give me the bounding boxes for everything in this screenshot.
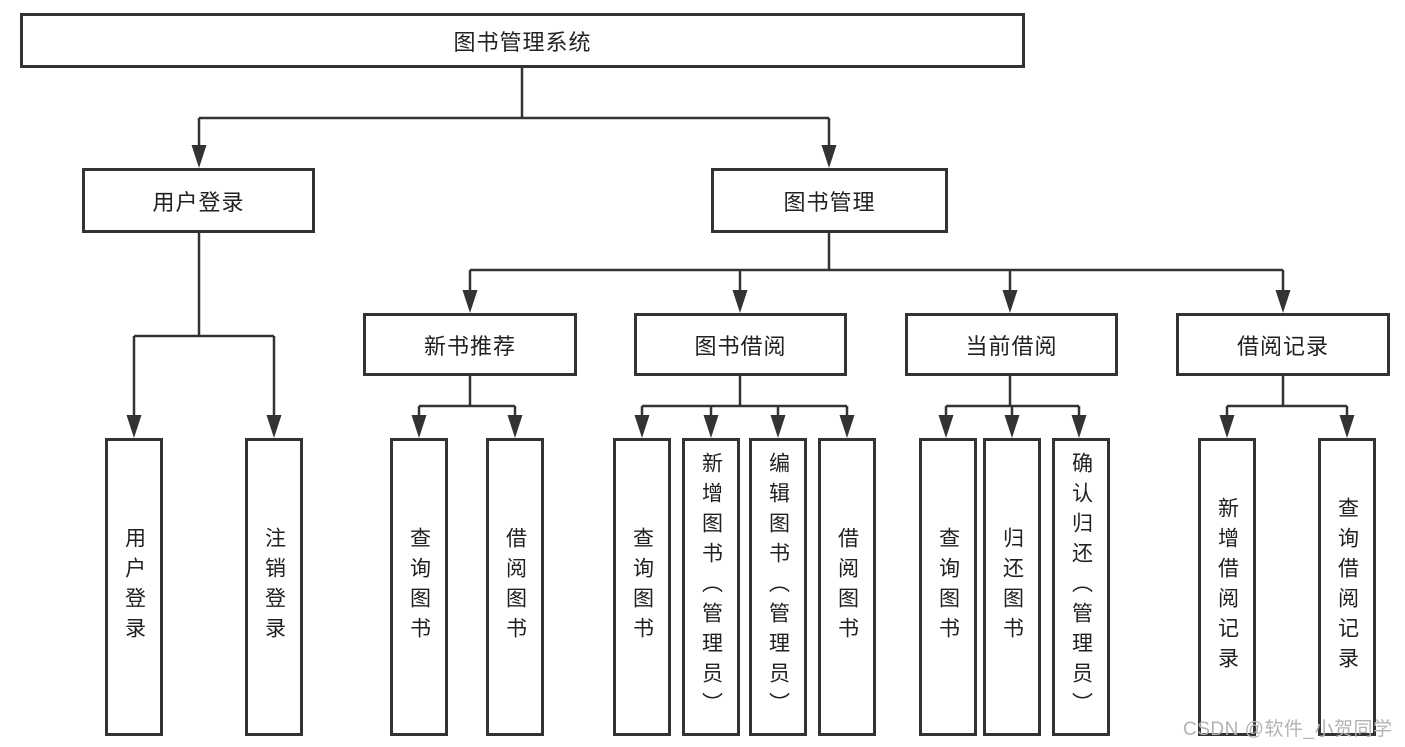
leaf-add-borrow-record: 新增借阅记录 xyxy=(1198,438,1256,736)
node-book-management-label: 图书管理 xyxy=(783,189,876,215)
leaf-borrow-books-recommend-label: 借阅图书 xyxy=(503,527,527,647)
leaf-return-books: 归还图书 xyxy=(983,438,1041,736)
leaf-return-books-label: 归还图书 xyxy=(1000,527,1024,647)
node-new-book-recommend: 新书推荐 xyxy=(363,313,577,376)
leaf-add-borrow-record-label: 新增借阅记录 xyxy=(1215,497,1239,677)
leaf-logout: 注销登录 xyxy=(245,438,303,736)
leaf-query-books-borrow-label: 查询图书 xyxy=(630,527,654,647)
leaf-query-books-current: 查询图书 xyxy=(919,438,977,736)
leaf-query-books-borrow: 查询图书 xyxy=(613,438,671,736)
leaf-query-books-recommend: 查询图书 xyxy=(390,438,448,736)
node-borrowing-records-label: 借阅记录 xyxy=(1236,333,1329,359)
node-book-borrowing-label: 图书借阅 xyxy=(694,333,787,359)
leaf-add-books-admin: 新增图书（管理员） xyxy=(682,438,740,736)
node-user-login-label: 用户登录 xyxy=(152,189,245,215)
leaf-user-login-label: 用户登录 xyxy=(122,527,146,647)
node-root-label: 图书管理系统 xyxy=(453,29,592,55)
node-new-book-recommend-label: 新书推荐 xyxy=(423,333,516,359)
leaf-add-books-admin-label: 新增图书（管理员） xyxy=(699,452,723,722)
leaf-query-borrow-record-label: 查询借阅记录 xyxy=(1335,497,1359,677)
leaf-confirm-return-admin-label: 确认归还（管理员） xyxy=(1069,452,1093,722)
node-current-borrowing: 当前借阅 xyxy=(905,313,1118,376)
leaf-borrow-books-recommend: 借阅图书 xyxy=(486,438,544,736)
arrowheads xyxy=(126,145,1355,438)
leaf-user-login: 用户登录 xyxy=(105,438,163,736)
node-user-login: 用户登录 xyxy=(82,168,315,233)
leaf-query-borrow-record: 查询借阅记录 xyxy=(1318,438,1376,736)
node-book-borrowing: 图书借阅 xyxy=(634,313,847,376)
node-root: 图书管理系统 xyxy=(20,13,1025,68)
leaf-confirm-return-admin: 确认归还（管理员） xyxy=(1052,438,1110,736)
csdn-watermark: CSDN @软件_小贺同学 xyxy=(1183,719,1393,740)
leaf-query-books-recommend-label: 查询图书 xyxy=(407,527,431,647)
leaf-query-books-current-label: 查询图书 xyxy=(936,527,960,647)
node-current-borrowing-label: 当前借阅 xyxy=(965,333,1058,359)
leaf-borrow-books: 借阅图书 xyxy=(818,438,876,736)
leaf-edit-books-admin: 编辑图书（管理员） xyxy=(749,438,807,736)
leaf-edit-books-admin-label: 编辑图书（管理员） xyxy=(766,452,790,722)
node-book-management: 图书管理 xyxy=(711,168,948,233)
leaf-logout-label: 注销登录 xyxy=(262,527,286,647)
node-borrowing-records: 借阅记录 xyxy=(1176,313,1390,376)
leaf-borrow-books-label: 借阅图书 xyxy=(835,527,859,647)
